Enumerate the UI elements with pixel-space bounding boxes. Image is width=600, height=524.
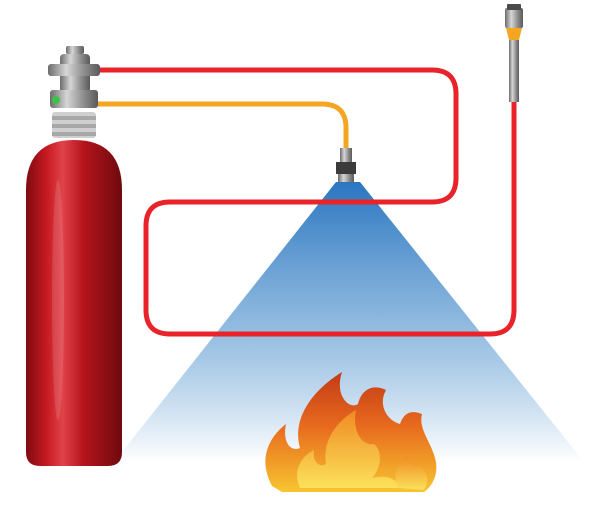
detection-tube: [95, 67, 517, 337]
tube-end-fitting: [505, 4, 523, 40]
tube-metal-section: [509, 40, 519, 102]
discharge-pipe: [95, 101, 349, 153]
extinguisher-cylinder: [26, 140, 122, 466]
cylinder-highlight: [52, 180, 64, 420]
agent-spray: [114, 182, 584, 462]
discharge-nozzle: [336, 148, 356, 182]
indicator-light: [52, 96, 60, 104]
cylinder-valve: [48, 46, 100, 138]
fire: [265, 372, 437, 492]
